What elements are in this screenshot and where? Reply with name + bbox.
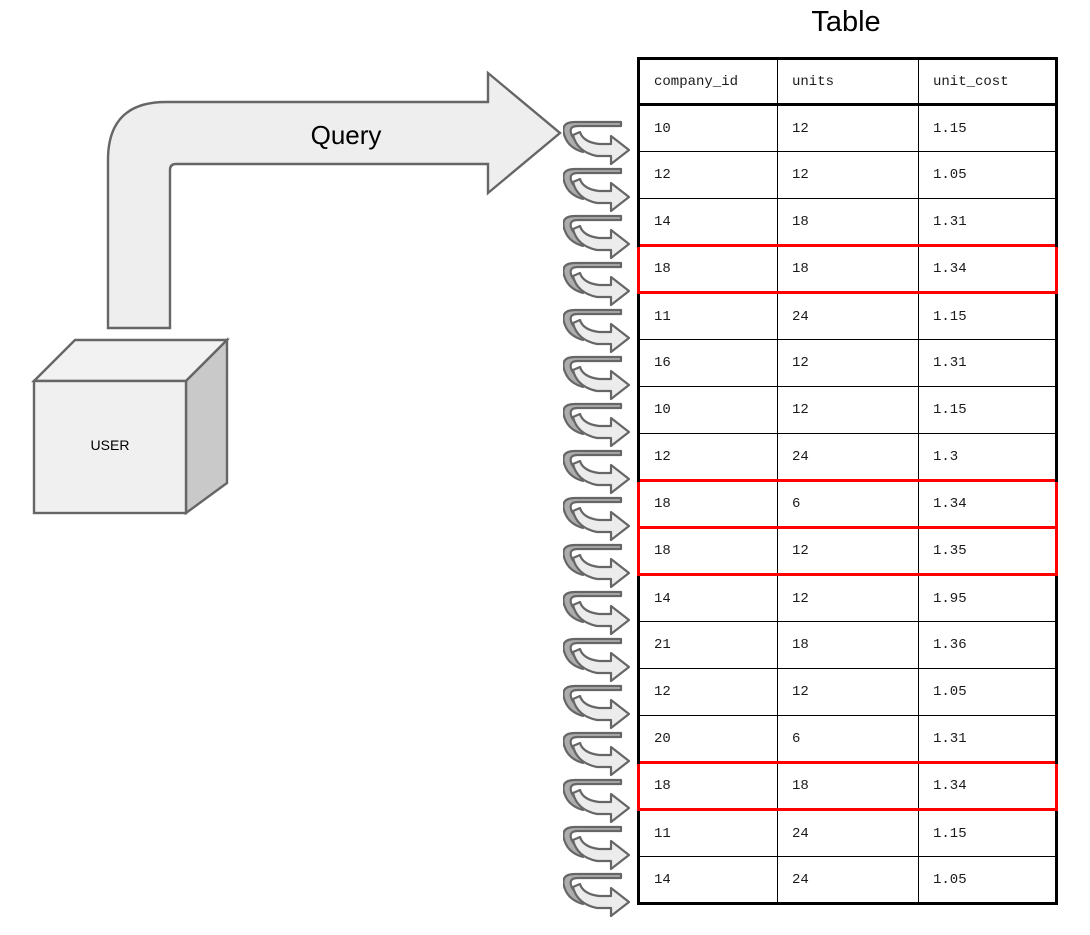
cell-unit-cost: 1.15	[918, 809, 1058, 857]
cell-units: 12	[777, 668, 919, 716]
cell-company-id: 10	[637, 386, 778, 434]
cell-unit-cost: 1.35	[918, 526, 1058, 576]
cell-company-id: 18	[637, 479, 778, 529]
cell-company-id: 12	[637, 668, 778, 716]
query-arrow-label: Query	[310, 120, 382, 150]
cell-company-id: 16	[637, 339, 778, 387]
column-header-units[interactable]: units	[777, 57, 919, 106]
cell-unit-cost: 1.34	[918, 244, 1058, 294]
table-title: Table	[811, 6, 881, 38]
cell-units: 24	[777, 292, 919, 340]
cell-unit-cost: 1.34	[918, 761, 1058, 811]
cell-units: 18	[777, 198, 919, 246]
cell-company-id: 12	[637, 151, 778, 199]
cell-unit-cost: 1.3	[918, 433, 1058, 481]
cell-unit-cost: 1.05	[918, 668, 1058, 716]
cell-units: 12	[777, 386, 919, 434]
cell-unit-cost: 1.95	[918, 574, 1058, 622]
column-header-unit-cost[interactable]: unit_cost	[918, 57, 1058, 106]
user-cube	[31, 337, 230, 516]
query-arrow	[106, 70, 562, 330]
cell-company-id: 18	[637, 526, 778, 576]
cell-company-id: 20	[637, 715, 778, 763]
cell-company-id: 14	[637, 198, 778, 246]
cell-units: 18	[777, 761, 919, 811]
cell-units: 12	[777, 526, 919, 576]
cell-company-id: 11	[637, 809, 778, 857]
cell-units: 24	[777, 433, 919, 481]
cell-units: 12	[777, 151, 919, 199]
cell-unit-cost: 1.31	[918, 715, 1058, 763]
cell-units: 6	[777, 479, 919, 529]
cell-company-id: 21	[637, 621, 778, 669]
table-header-row: company_id units unit_cost	[637, 57, 1058, 106]
column-header-company-id[interactable]: company_id	[637, 57, 778, 106]
cell-company-id: 18	[637, 244, 778, 294]
cell-unit-cost: 1.15	[918, 292, 1058, 340]
cell-units: 24	[777, 809, 919, 857]
cell-units: 18	[777, 244, 919, 294]
cell-company-id: 14	[637, 856, 778, 905]
cell-unit-cost: 1.15	[918, 104, 1058, 152]
cell-units: 12	[777, 574, 919, 622]
cell-units: 12	[777, 339, 919, 387]
cell-company-id: 18	[637, 761, 778, 811]
cell-unit-cost: 1.31	[918, 198, 1058, 246]
cell-unit-cost: 1.05	[918, 856, 1058, 905]
cell-units: 6	[777, 715, 919, 763]
cell-unit-cost: 1.34	[918, 479, 1058, 529]
cell-company-id: 12	[637, 433, 778, 481]
cell-company-id: 10	[637, 104, 778, 152]
cell-company-id: 14	[637, 574, 778, 622]
cell-unit-cost: 1.36	[918, 621, 1058, 669]
cell-units: 24	[777, 856, 919, 905]
spiral-arrow-stack	[563, 120, 631, 918]
cell-unit-cost: 1.05	[918, 151, 1058, 199]
cell-units: 12	[777, 104, 919, 152]
cell-unit-cost: 1.15	[918, 386, 1058, 434]
cell-unit-cost: 1.31	[918, 339, 1058, 387]
cell-company-id: 11	[637, 292, 778, 340]
cell-units: 18	[777, 621, 919, 669]
user-cube-label: USER	[90, 437, 130, 453]
